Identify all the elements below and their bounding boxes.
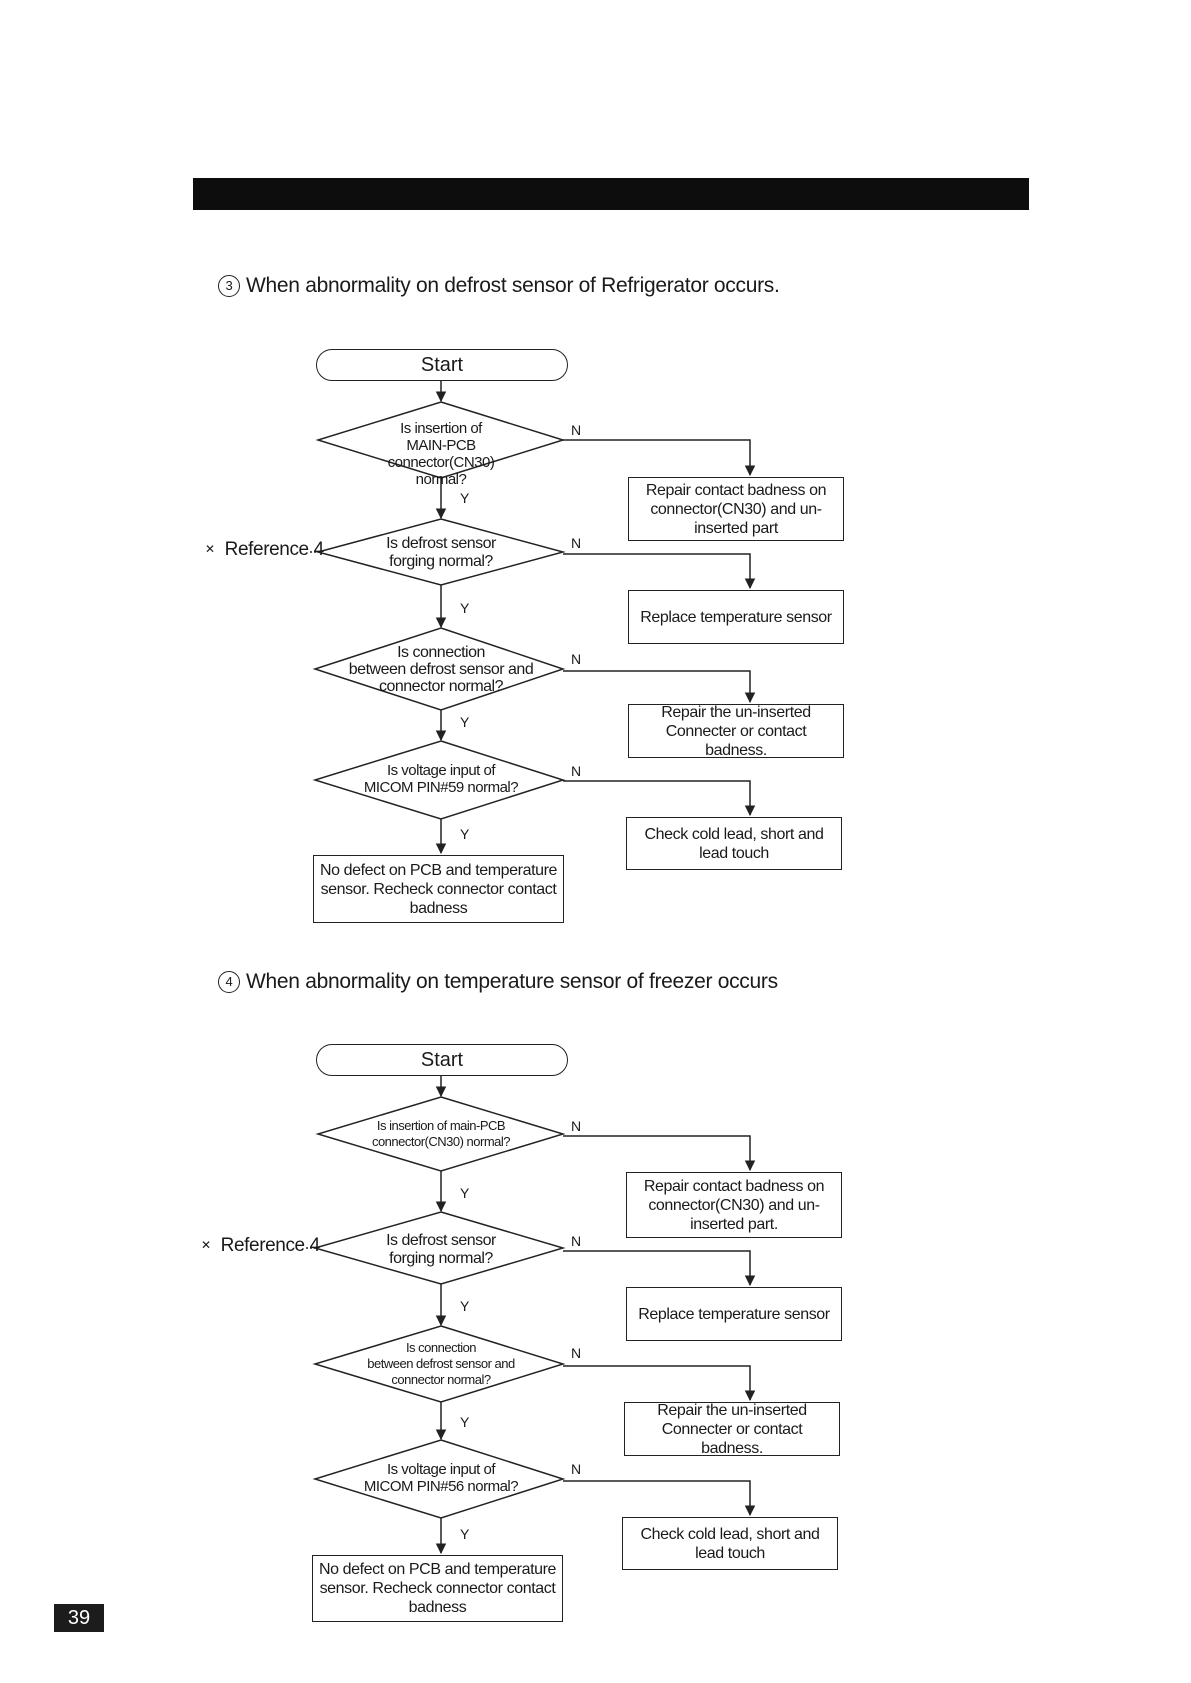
action-box-1-s4: Repair contact badness on connector(CN30… [626,1172,842,1238]
arrow-d3-no [563,670,756,704]
yes-label: Y [460,826,470,842]
action-box-1: Repair contact badness on connector(CN30… [628,477,844,541]
decision-2-label-s4: Is defrost sensor forging normal? [386,1232,496,1267]
reference-note-s4: ✕Reference 4 [201,1235,320,1256]
section-number-badge: 3 [218,275,240,297]
decision-4-label-s4: Is voltage input of MICOM PIN#56 normal? [363,1461,519,1495]
action-box-3-s4: Repair the un-inserted Connecter or cont… [624,1402,840,1457]
decision-4-label: Is voltage input of MICOM PIN#59 normal? [363,762,519,796]
no-label: N [571,763,582,779]
header-bar [193,178,1029,210]
end-box: No defect on PCB and temperature sensor.… [313,855,564,923]
arrow-d2-no-s4 [563,1250,756,1287]
end-box-s4: No defect on PCB and temperature sensor.… [312,1555,563,1622]
arrow-d1-no-s4 [563,1135,756,1172]
no-label: N [571,1233,582,1249]
decision-2-label: Is defrost sensor forging normal? [386,535,496,570]
action-box-4: Check cold lead, short and lead touch [626,817,842,870]
no-label: N [571,422,582,438]
decision-1-label: Is insertion of MAIN-PCB connector(CN30)… [387,420,495,488]
action-box-2: Replace temperature sensor [628,590,844,644]
arrow-d1-no [563,439,756,477]
yes-label: Y [460,714,470,730]
yes-label: Y [460,1414,470,1430]
yes-label: Y [460,600,470,616]
section-number-badge: 4 [218,971,240,993]
reference-note: ✕Reference 4 [205,539,324,560]
start-terminal: Start [316,349,568,381]
no-label: N [571,1118,582,1134]
no-label: N [571,1345,582,1361]
action-box-3: Repair the un-inserted Connecter or cont… [628,704,844,759]
yes-label: Y [460,1185,470,1201]
decision-1-label-s4: Is insertion of main-PCB connector(CN30)… [371,1118,511,1149]
start-terminal-s4: Start [316,1044,568,1076]
action-box-2-s4: Replace temperature sensor [626,1287,842,1341]
arrow-d2-no [563,553,756,590]
yes-label: Y [460,490,470,506]
page-number: 39 [54,1604,104,1632]
decision-3-label-s4: Is connection between defrost sensor and… [367,1340,515,1387]
no-label: N [571,651,582,667]
asterisk-icon: ✕ [201,1238,211,1252]
yes-label: Y [460,1298,470,1314]
arrow-d4-no [563,780,756,817]
decision-3-label: Is connection between defrost sensor and… [348,644,534,695]
arrow-d4-no-s4 [563,1480,756,1517]
action-box-4-s4: Check cold lead, short and lead touch [622,1517,838,1570]
arrow-d3-no-s4 [563,1365,756,1402]
no-label: N [571,535,582,551]
no-label: N [571,1461,582,1477]
yes-label: Y [460,1526,470,1542]
asterisk-icon: ✕ [205,542,215,556]
